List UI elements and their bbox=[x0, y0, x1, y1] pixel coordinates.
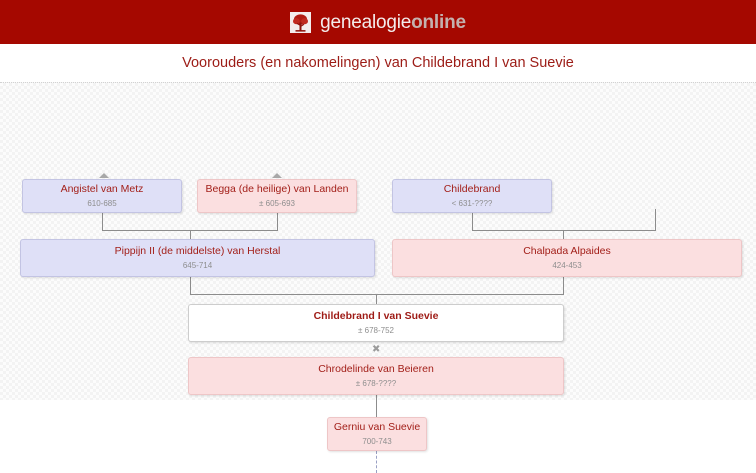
person-dates: 610-685 bbox=[87, 199, 117, 209]
person-name: Chalpada Alpaides bbox=[523, 245, 611, 258]
person-name: Pippijn II (de middelste) van Herstal bbox=[114, 245, 281, 258]
person-name: Begga (de heilige) van Landen bbox=[205, 183, 349, 196]
connector-line bbox=[190, 277, 191, 295]
person-name: Childebrand I van Suevie bbox=[313, 310, 439, 323]
brand-logo-link[interactable]: genealogieonline bbox=[290, 11, 466, 33]
person-dates: ± 605-693 bbox=[259, 199, 295, 209]
connector-line bbox=[102, 213, 103, 231]
connector-line bbox=[563, 277, 564, 295]
person-card-chalpada-alpaides[interactable]: Chalpada Alpaides 424-453 bbox=[392, 239, 742, 277]
connector-line bbox=[472, 230, 656, 231]
person-card-pippijn-ii-van-herstal[interactable]: Pippijn II (de middelste) van Herstal 64… bbox=[20, 239, 375, 277]
person-card-childebrand[interactable]: Childebrand < 631-???? bbox=[392, 179, 552, 213]
connector-line bbox=[563, 230, 564, 239]
brand-text-primary: genealogie bbox=[320, 11, 412, 33]
brand-text-secondary: online bbox=[411, 11, 466, 33]
person-dates: ± 678-752 bbox=[358, 326, 394, 336]
connector-line bbox=[472, 213, 473, 231]
person-name: Childebrand bbox=[443, 183, 501, 196]
connector-line bbox=[277, 213, 278, 231]
person-dates: 700-743 bbox=[362, 437, 392, 447]
connector-line bbox=[376, 395, 377, 417]
connector-line bbox=[190, 294, 564, 295]
person-card-begga-van-landen[interactable]: Begga (de heilige) van Landen ± 605-693 bbox=[197, 179, 357, 213]
site-header: genealogieonline bbox=[0, 0, 756, 44]
connector-line bbox=[190, 230, 191, 239]
person-dates: ± 678-???? bbox=[355, 379, 397, 389]
person-name: Angistel van Metz bbox=[60, 183, 144, 196]
person-card-gerniu-van-suevie[interactable]: Gerniu van Suevie 700-743 bbox=[327, 417, 427, 451]
person-dates: 645-714 bbox=[182, 261, 213, 271]
person-card-chrodelinde-van-beieren[interactable]: Chrodelinde van Beieren ± 678-???? bbox=[188, 357, 564, 395]
connector-line bbox=[655, 209, 656, 231]
person-name: Chrodelinde van Beieren bbox=[318, 363, 434, 376]
person-card-focus-childebrand-i-van-suevie[interactable]: Childebrand I van Suevie ± 678-752 bbox=[188, 304, 564, 342]
title-bar: Voorouders (en nakomelingen) van Childeb… bbox=[0, 44, 756, 82]
person-name: Gerniu van Suevie bbox=[333, 421, 421, 434]
person-dates: 424-453 bbox=[552, 261, 582, 271]
marriage-symbol: ✖ bbox=[372, 344, 381, 355]
descendants-dotted-line bbox=[376, 451, 377, 473]
page-title: Voorouders (en nakomelingen) van Childeb… bbox=[182, 55, 574, 71]
person-dates: < 631-???? bbox=[451, 199, 493, 209]
family-tree-canvas: Angistel van Metz 610-685 Begga (de heil… bbox=[0, 82, 756, 473]
brand-text: genealogieonline bbox=[320, 13, 466, 32]
tree-icon bbox=[290, 11, 312, 33]
ancestors-arrow-icon[interactable] bbox=[99, 173, 109, 178]
connector-line bbox=[376, 294, 377, 305]
person-card-angistel-van-metz[interactable]: Angistel van Metz 610-685 bbox=[22, 179, 182, 213]
ancestors-arrow-icon[interactable] bbox=[272, 173, 282, 178]
